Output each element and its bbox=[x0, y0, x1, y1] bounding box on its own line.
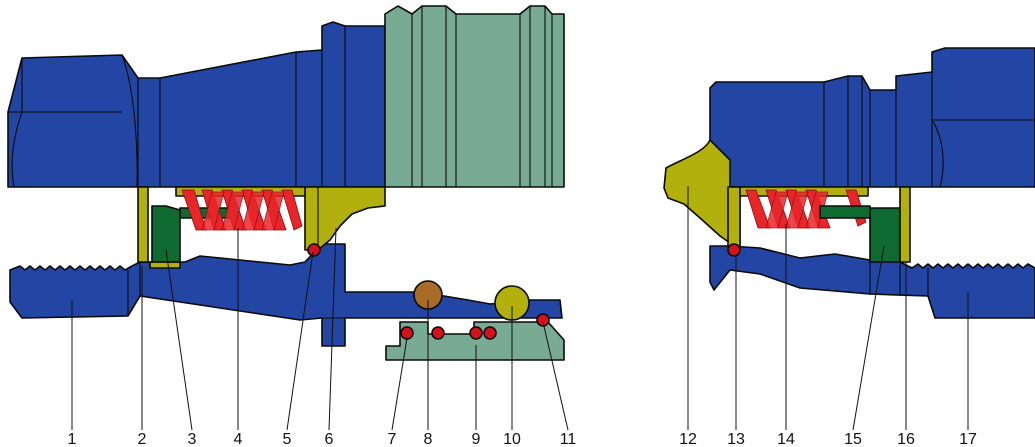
callout-16: 16 bbox=[897, 431, 915, 447]
callout-7: 7 bbox=[388, 431, 397, 447]
o-ring bbox=[536, 313, 550, 327]
o-ring bbox=[469, 326, 483, 340]
callout-10: 10 bbox=[503, 431, 521, 447]
socket-body-lower bbox=[9, 243, 563, 347]
callout-3: 3 bbox=[188, 431, 197, 447]
callout-6: 6 bbox=[325, 431, 334, 447]
coupler-socket bbox=[7, 5, 565, 361]
callout-4: 4 bbox=[234, 431, 243, 447]
o-ring bbox=[400, 326, 414, 340]
socket-valve bbox=[304, 186, 386, 251]
plug-seal bbox=[869, 207, 901, 263]
callout-5: 5 bbox=[283, 431, 292, 447]
socket-retainer bbox=[137, 186, 149, 263]
socket-body-upper bbox=[7, 21, 386, 188]
o-ring bbox=[307, 243, 321, 257]
callout-9: 9 bbox=[472, 431, 481, 447]
callout-13: 13 bbox=[727, 431, 745, 447]
callout-12: 12 bbox=[679, 431, 697, 447]
o-ring bbox=[727, 243, 741, 257]
socket-seal bbox=[151, 205, 181, 263]
callout-15: 15 bbox=[844, 431, 862, 447]
socket-sleeve bbox=[384, 5, 565, 188]
callout-1: 1 bbox=[68, 431, 77, 447]
callout-17: 17 bbox=[959, 431, 977, 447]
callout-11: 11 bbox=[560, 431, 577, 447]
plug-body-upper bbox=[709, 47, 1035, 188]
callout-2: 2 bbox=[138, 431, 147, 447]
plug-body-lower bbox=[709, 245, 1035, 319]
callout-labels: 1 2 3 4 5 6 7 8 9 10 11 12 13 14 15 16 1… bbox=[68, 431, 977, 447]
socket-spring bbox=[181, 189, 303, 231]
o-ring bbox=[431, 326, 445, 340]
coupler-plug bbox=[663, 47, 1035, 319]
callout-8: 8 bbox=[424, 431, 433, 447]
callout-14: 14 bbox=[777, 431, 795, 447]
leader-lines bbox=[71, 186, 969, 431]
o-ring bbox=[483, 326, 497, 340]
